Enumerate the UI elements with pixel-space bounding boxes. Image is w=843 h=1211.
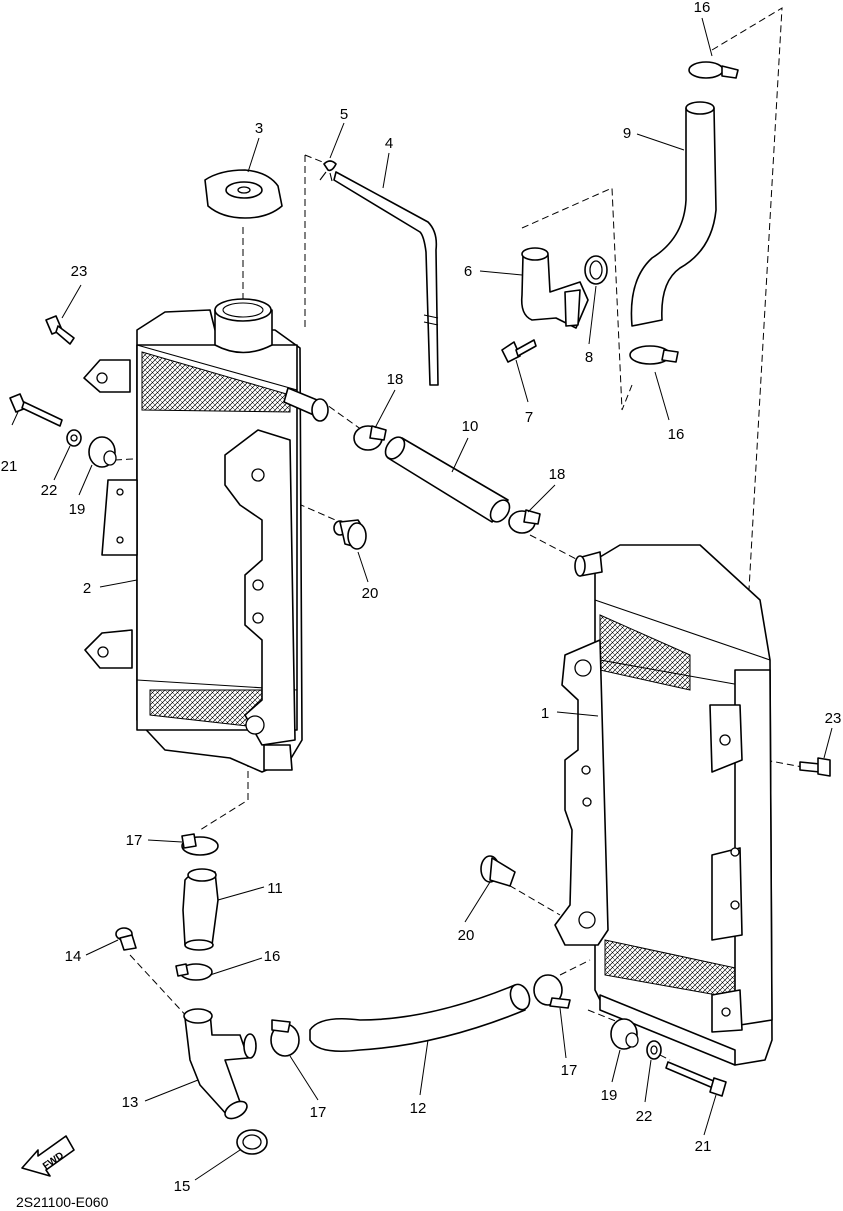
o-ring-upper (584, 255, 608, 285)
bolt-21-right (665, 1061, 727, 1097)
callout-19-left: 19 (69, 501, 86, 518)
diagram-code: 2S21100-E060 (16, 1194, 109, 1210)
callout-8: 8 (585, 349, 593, 366)
collar-right (480, 855, 516, 887)
bolt-21-left (9, 393, 63, 427)
callout-14: 14 (65, 948, 82, 965)
callout-17-right: 17 (561, 1062, 578, 1079)
hose-clip (319, 160, 337, 182)
hose-clamp-17-left (270, 1019, 300, 1057)
callout-11: 11 (267, 880, 283, 897)
callout-17-upper: 17 (126, 832, 143, 849)
washer-right (646, 1040, 662, 1060)
callout-1: 1 (541, 705, 549, 722)
callout-9: 9 (623, 125, 631, 142)
hose-clamp-16-mid (629, 345, 679, 365)
middle-hose (384, 436, 511, 523)
hose-clamp-16-lower (175, 963, 213, 981)
callout-20-right: 20 (458, 927, 475, 944)
hose-clamp-18-right (508, 509, 541, 534)
washer-left (66, 429, 82, 447)
pipe-elbow (520, 247, 589, 329)
radiator-cap (204, 169, 283, 219)
left-radiator (83, 298, 329, 773)
hose-clamp-16-top (688, 61, 739, 79)
hose-clamp-17-right (533, 974, 571, 1009)
hose-clamp-17-upper (181, 833, 219, 856)
callout-16-top: 16 (694, 0, 711, 16)
grommet-left (88, 436, 117, 468)
bolt-23-right (799, 757, 831, 777)
callout-3: 3 (255, 120, 263, 137)
overflow-hose (333, 171, 439, 386)
grommet-right (610, 1018, 639, 1050)
short-hose (182, 868, 219, 951)
callout-13: 13 (122, 1094, 139, 1111)
callout-23-right: 23 (825, 710, 842, 727)
callout-5: 5 (340, 106, 348, 123)
callout-2: 2 (83, 580, 91, 597)
right-radiator (554, 544, 773, 1066)
y-joint-pipe (183, 1008, 257, 1120)
callout-16-mid: 16 (668, 426, 685, 443)
callout-17-left: 17 (310, 1104, 327, 1121)
callout-21-right: 21 (695, 1138, 712, 1155)
callout-16-lower: 16 (264, 948, 281, 965)
upper-hose (630, 101, 717, 327)
callout-21-left: 21 (1, 458, 18, 475)
bolt-lower (115, 927, 137, 951)
bolt-upper (501, 339, 537, 363)
collar-left (333, 519, 367, 550)
callout-19-right: 19 (601, 1087, 618, 1104)
callout-20-left: 20 (362, 585, 379, 602)
lower-hose (309, 983, 531, 1053)
callout-18-right: 18 (549, 466, 566, 483)
bolt-23-left (45, 315, 75, 345)
callout-22-left: 22 (41, 482, 58, 499)
callout-18-left: 18 (387, 371, 404, 388)
callout-22-right: 22 (636, 1108, 653, 1125)
callout-10: 10 (462, 418, 479, 435)
hose-clamp-18-left (353, 425, 387, 451)
callout-15: 15 (174, 1178, 191, 1195)
callout-23-left: 23 (71, 263, 88, 280)
leader-lines (11, 17, 833, 1181)
callout-6: 6 (464, 263, 472, 280)
o-ring-lower (236, 1129, 268, 1155)
callout-12: 12 (410, 1100, 427, 1117)
callout-7: 7 (525, 409, 533, 426)
forward-direction-arrow: FWD (21, 1135, 75, 1177)
callout-4: 4 (385, 135, 393, 152)
